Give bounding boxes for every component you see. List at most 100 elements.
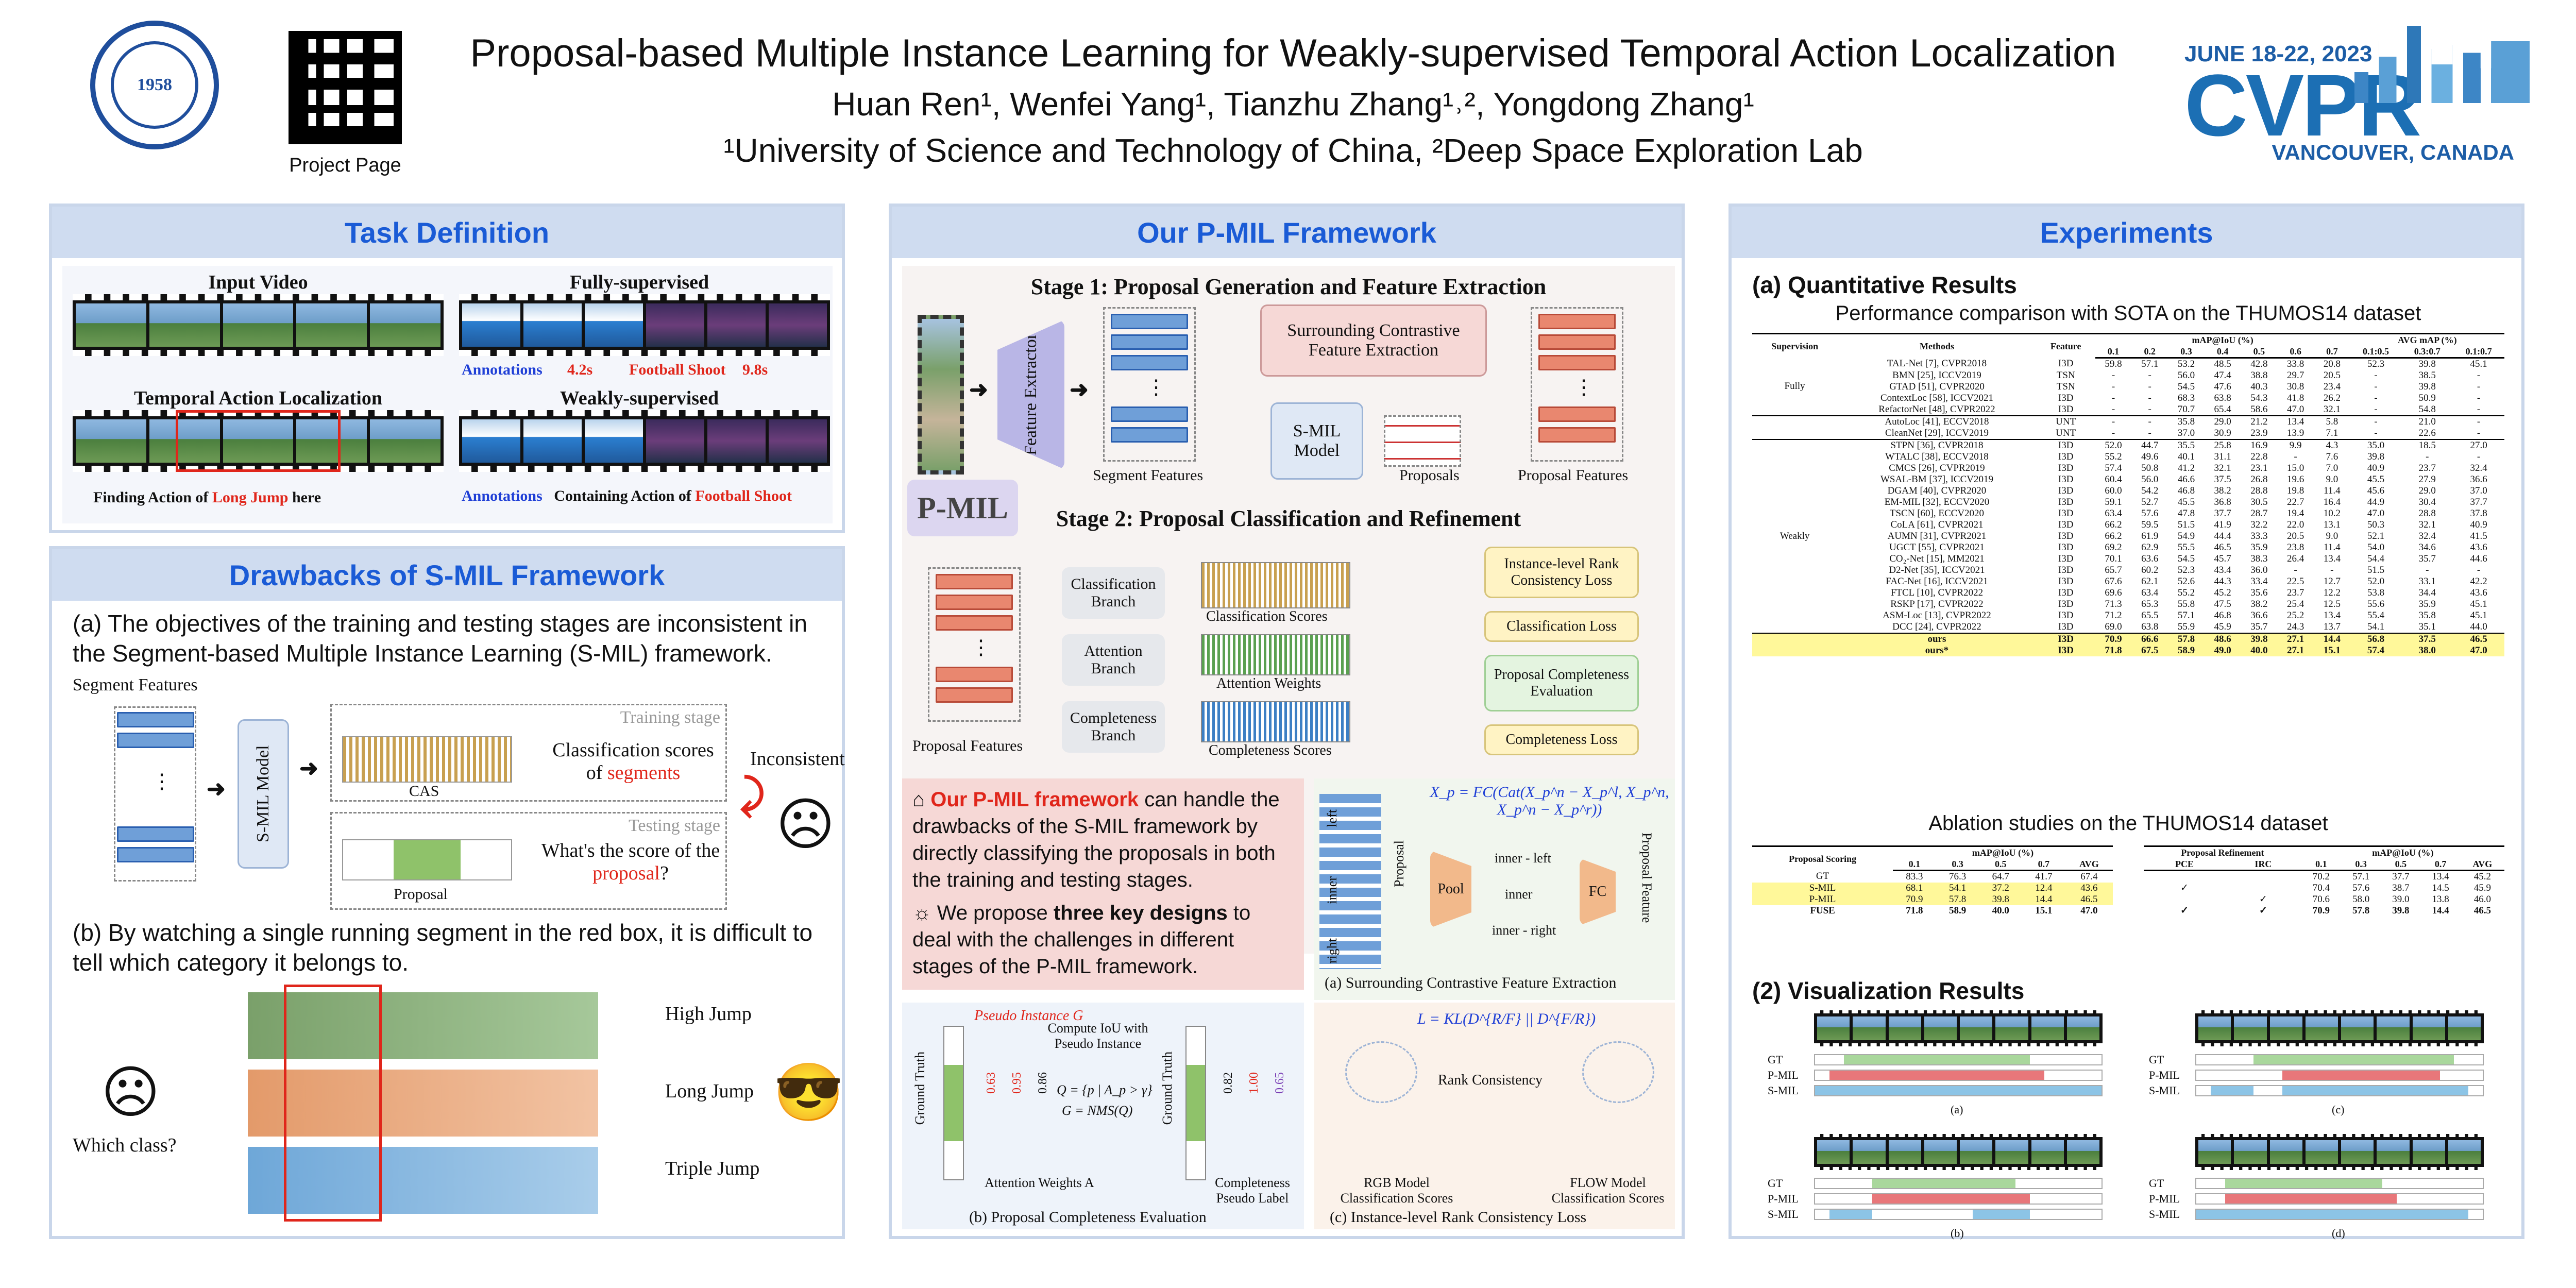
classification-branch: Classification Branch	[1062, 567, 1165, 619]
value-cell: 30.4	[2418, 497, 2436, 507]
value-cell: 32.4	[2470, 463, 2487, 473]
finding-action-text: Finding Action of Long Jump here	[93, 489, 321, 506]
attention-weights-chart	[1201, 634, 1350, 675]
qr-code-icon[interactable]	[283, 26, 407, 149]
value-cell: 11.4	[2324, 485, 2341, 496]
value-cell: 54.2	[2141, 485, 2159, 496]
value-cell: 7.0	[2326, 463, 2338, 473]
drawbacks-panel: Drawbacks of S-MIL Framework (a) The obj…	[49, 546, 845, 1239]
value-cell: 68.1	[1906, 883, 1923, 893]
method-cell: BMN [25], ICCV2019	[1892, 370, 1981, 381]
value-cell: -	[2111, 393, 2115, 403]
pce-right-value-1: 0.82	[1222, 1072, 1235, 1094]
value-cell: 12.5	[2323, 599, 2341, 609]
value-cell: 14.4	[2035, 894, 2053, 905]
value-cell: 37.0	[2470, 485, 2487, 496]
value-cell: 71.3	[2105, 599, 2122, 609]
value-cell: 57.1	[2177, 610, 2195, 621]
value-cell: 67.6	[2105, 576, 2122, 587]
supervision-cell	[1752, 415, 1838, 439]
value-cell: -	[2477, 370, 2481, 381]
value-cell: 7.6	[2326, 451, 2338, 462]
visualization-frames	[1814, 1010, 2103, 1046]
value-cell: 43.6	[2470, 542, 2487, 553]
visualization-row-label: GT	[1768, 1177, 1783, 1190]
visualization-caption: (d)	[2332, 1227, 2345, 1240]
value-cell: 64.7	[1992, 871, 2009, 882]
pce-left-value-3: 0.86	[1036, 1072, 1049, 1094]
tal-label: Temporal Action Localization	[133, 387, 383, 409]
triple-jump-strip	[248, 1147, 598, 1214]
value-cell	[2225, 871, 2301, 883]
drawback-point-b: (b) By watching a single running segment…	[73, 919, 813, 976]
attention-weights-label: Attention Weights	[1216, 675, 1321, 691]
value-cell: 44.6	[2470, 553, 2487, 564]
class-long-jump: Long Jump	[665, 1080, 754, 1102]
long-jump-box	[176, 410, 341, 472]
visualization-track	[2195, 1193, 2484, 1205]
value-cell: 44.3	[2214, 576, 2231, 587]
method-cell: ours*	[1837, 645, 2037, 656]
value-cell: 59.8	[2105, 359, 2122, 369]
training-stage-box: Training stage CAS Classification scores…	[330, 704, 727, 802]
column-header: 0.3	[2168, 346, 2205, 359]
value-cell: 41.8	[2286, 393, 2304, 403]
value-cell: 22.8	[2250, 451, 2268, 462]
pmil-description-1: ⌂ Our P-MIL framework can handle the dra…	[912, 786, 1294, 893]
value-cell: -	[2477, 381, 2481, 392]
value-cell: -	[2374, 370, 2378, 381]
value-cell: 35.7	[2418, 553, 2436, 564]
value-cell: 54.1	[2367, 621, 2385, 632]
value-cell: 62.9	[2141, 542, 2159, 553]
arrow-icon: ➜	[207, 776, 226, 802]
value-cell: 29.0	[2204, 415, 2241, 428]
value-cell: 51.5	[2177, 519, 2195, 530]
attention-branch: Attention Branch	[1062, 634, 1165, 686]
fully-supervised-film	[459, 294, 830, 356]
video-frames	[918, 315, 964, 474]
value-cell: 37.5	[2401, 633, 2453, 645]
value-cell: 46.5	[2214, 542, 2231, 553]
value-cell: 13.4	[2323, 553, 2341, 564]
value-cell: 63.4	[2141, 587, 2159, 598]
value-cell: 10.2	[2323, 508, 2341, 519]
value-cell: I3D	[2058, 404, 2074, 415]
input-video-film	[73, 294, 444, 356]
value-cell: 65.3	[2141, 599, 2159, 609]
irc-rgb-label: RGB Model Classification Scores	[1340, 1175, 1453, 1206]
value-cell: 36.0	[2250, 565, 2268, 575]
value-cell: 37.7	[2470, 497, 2487, 507]
smil-model-box: S-MIL Model	[1270, 402, 1363, 480]
visualization-caption: (b)	[1951, 1227, 1964, 1240]
value-cell: 35.8	[2168, 415, 2205, 428]
column-header: 0.1:0.7	[2453, 346, 2504, 359]
value-cell: 70.9	[1906, 894, 1923, 905]
proposal-features-stack-2: ⋮	[928, 567, 1021, 722]
method-cell: ours	[1837, 633, 2037, 645]
value-cell: -	[2131, 415, 2168, 428]
value-cell: 7.1	[2326, 428, 2338, 438]
gt-segment	[2225, 1179, 2383, 1188]
proposals-label: Proposals	[1399, 467, 1460, 484]
value-cell: -	[2294, 565, 2297, 575]
value-cell: 55.2	[2177, 587, 2195, 598]
value-cell: 22.7	[2286, 497, 2304, 507]
experiments-panel: Experiments (a) Quantitative Results Per…	[1728, 204, 2524, 1240]
value-cell: 52.0	[2367, 576, 2385, 587]
value-cell: 19.6	[2286, 474, 2304, 485]
class-high-jump: High Jump	[665, 1003, 752, 1025]
finding-action: Long Jump	[212, 489, 289, 506]
value-cell: 48.5	[2214, 359, 2231, 369]
pce-left-value-2: 0.95	[1010, 1072, 1024, 1094]
project-page-label: Project Page	[289, 155, 401, 176]
